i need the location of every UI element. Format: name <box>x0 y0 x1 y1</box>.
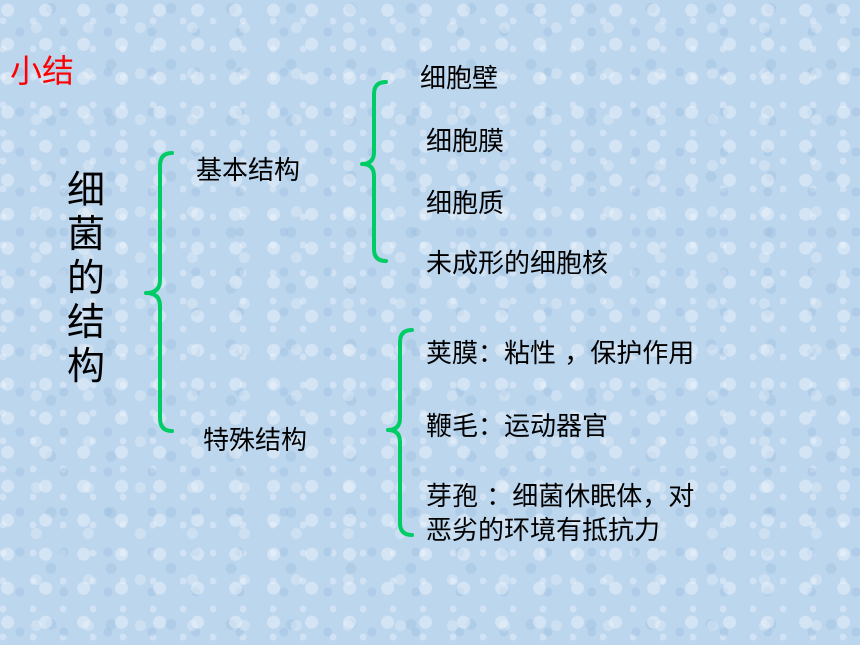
item-capsule: 荚膜：粘性 ，保护作用 <box>426 339 695 369</box>
root-char: 结 <box>66 300 105 344</box>
slide-title: 小结 <box>10 52 75 90</box>
item-spore-line: 芽孢 ：细菌休眠体，对 <box>426 482 695 512</box>
branch-basic-structure: 基本结构 <box>196 156 301 186</box>
item-flagellum: 鞭毛：运动器官 <box>426 412 609 442</box>
item-cell-wall: 细胞壁 <box>420 64 499 94</box>
root-brace <box>144 151 174 433</box>
special-structure-brace <box>386 328 414 537</box>
item-cell-membrane: 细胞膜 <box>426 127 505 157</box>
root-char: 菌 <box>66 212 105 256</box>
item-nucleoid: 未成形的细胞核 <box>426 249 609 279</box>
root-char: 构 <box>66 344 105 388</box>
item-spore: 芽孢 ：细菌休眠体，对 恶劣的环境有抵抗力 <box>426 480 694 548</box>
item-cytoplasm: 细胞质 <box>426 189 505 219</box>
root-char: 细 <box>66 168 105 212</box>
basic-structure-brace <box>360 80 388 263</box>
root-label: 细 菌 的 结 构 <box>64 168 108 388</box>
root-char: 的 <box>66 256 105 300</box>
branch-special-structure: 特殊结构 <box>203 426 308 456</box>
item-spore-line: 恶劣的环境有抵抗力 <box>426 516 661 546</box>
